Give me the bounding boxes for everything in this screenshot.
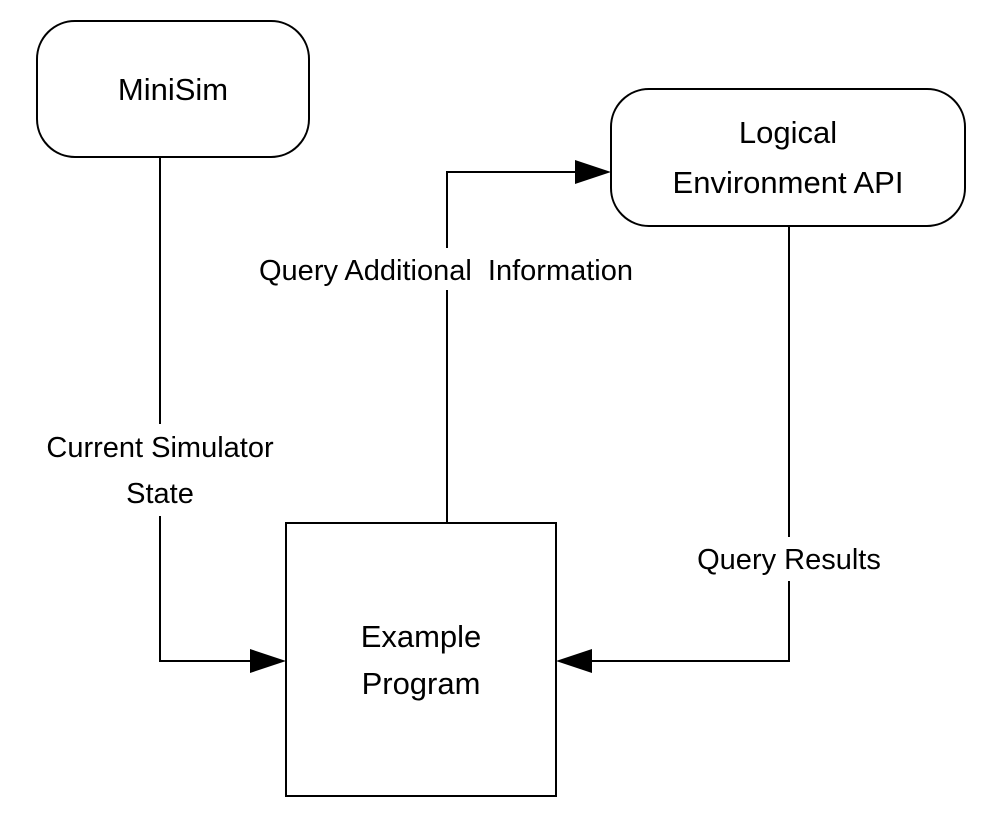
node-minisim-box: [36, 20, 310, 158]
node-logical-env-api-label-line-2: Environment API: [673, 165, 904, 200]
edge-query-results-label-text: Query Results: [697, 544, 881, 576]
edge-query-results: [556, 226, 790, 673]
node-logical-env-api: Logical Environment API: [610, 88, 966, 227]
edge-query-results-label: Query Results: [678, 537, 900, 581]
edge-query-results-line: [590, 226, 790, 662]
node-logical-env-api-box: [610, 88, 966, 227]
edge-simulator-state-label-line-1: Current Simulator: [46, 432, 274, 464]
node-example-program-label-line-1: Example: [361, 619, 482, 654]
node-minisim: MiniSim: [36, 20, 310, 158]
edge-query-info-line: [446, 171, 576, 523]
edge-query-info-label-text: Query Additional Information: [259, 255, 633, 287]
edge-simulator-state-arrowhead: [250, 649, 286, 673]
edge-simulator-state-label-line-2: State: [126, 478, 194, 510]
edge-simulator-state-label: Current Simulator State: [20, 424, 300, 516]
node-example-program: Example Program: [285, 522, 557, 797]
node-example-program-box: [285, 522, 557, 797]
node-minisim-label: MiniSim: [118, 72, 228, 107]
node-example-program-label-line-2: Program: [362, 666, 481, 701]
edge-query-info-arrowhead: [575, 160, 611, 184]
node-logical-env-api-label-line-1: Logical: [739, 115, 837, 150]
edge-query-results-arrowhead: [556, 649, 592, 673]
edge-simulator-state-line: [159, 157, 252, 662]
edge-query-info-label: Query Additional Information: [210, 248, 682, 290]
edge-simulator-state: [159, 157, 286, 673]
edge-query-info: [446, 160, 611, 523]
